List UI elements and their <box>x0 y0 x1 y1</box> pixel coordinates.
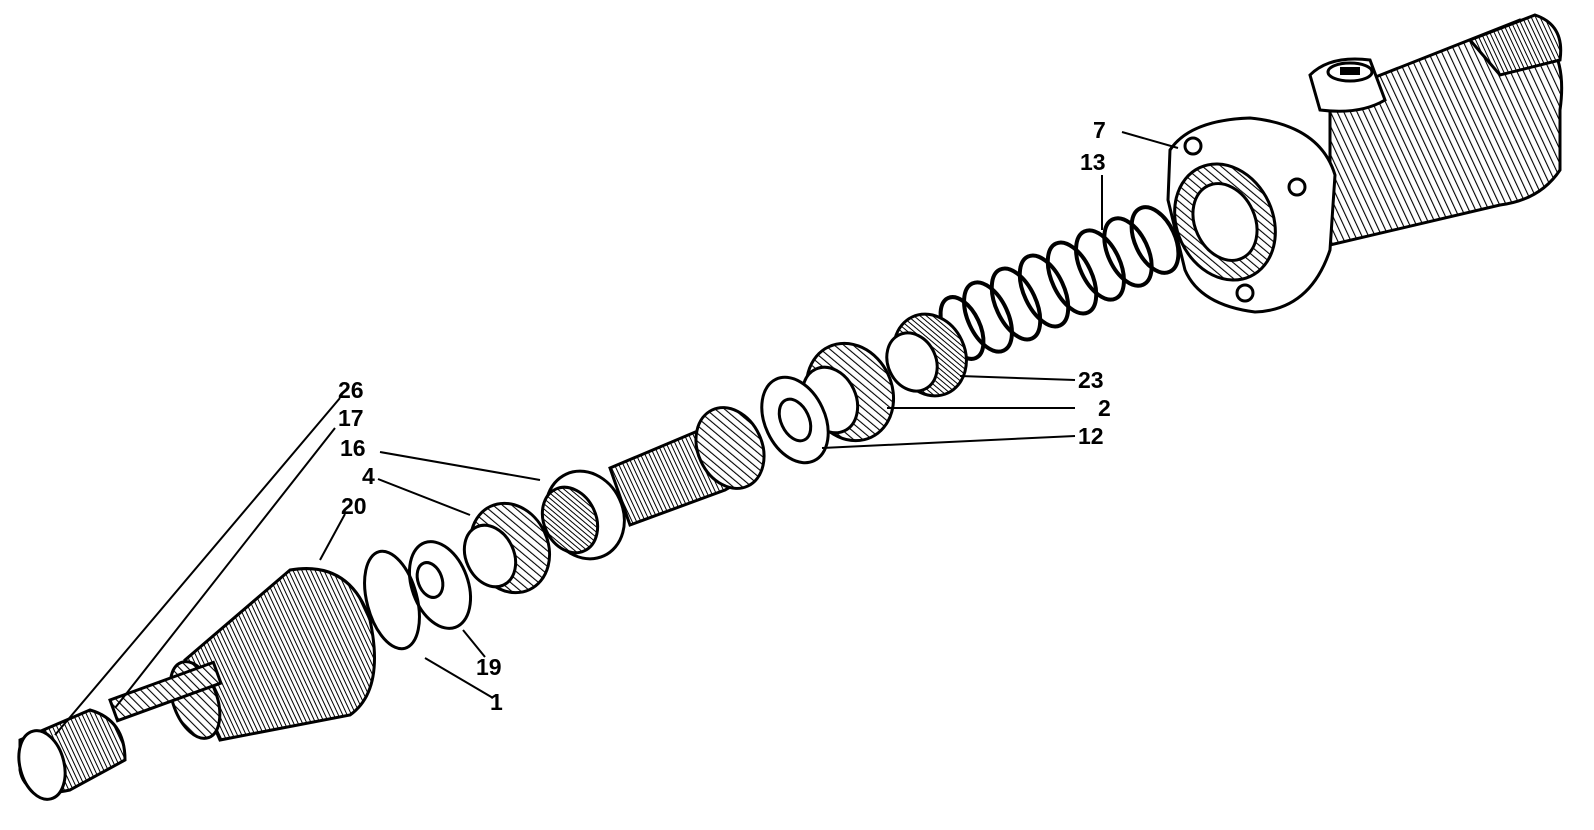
master-cylinder-body <box>1166 13 1564 314</box>
callout-12: 12 <box>1078 423 1104 449</box>
push-rod <box>108 660 223 723</box>
callout-16: 16 <box>340 435 366 461</box>
callout-7: 7 <box>1093 117 1106 143</box>
piston-washer <box>408 540 472 630</box>
primary-cup <box>462 501 552 595</box>
callout-19: 19 <box>476 654 502 680</box>
piston <box>540 406 766 561</box>
clevis <box>17 708 127 801</box>
leader-lines <box>54 131 1179 736</box>
callout-2: 2 <box>1098 395 1111 421</box>
callout-4: 4 <box>362 463 375 489</box>
callout-20: 20 <box>341 493 367 519</box>
return-spring <box>938 205 1181 361</box>
spacer-washer <box>760 375 830 465</box>
spring-cup <box>885 312 968 398</box>
callout-26: 26 <box>338 377 364 403</box>
callout-labels: 7 13 23 2 12 26 17 16 4 20 19 1 <box>338 117 1111 715</box>
callout-1: 1 <box>490 689 503 715</box>
callout-17: 17 <box>338 405 364 431</box>
dust-boot <box>168 567 376 742</box>
circlip <box>363 549 421 651</box>
callout-23: 23 <box>1078 367 1104 393</box>
callout-13: 13 <box>1080 149 1106 175</box>
